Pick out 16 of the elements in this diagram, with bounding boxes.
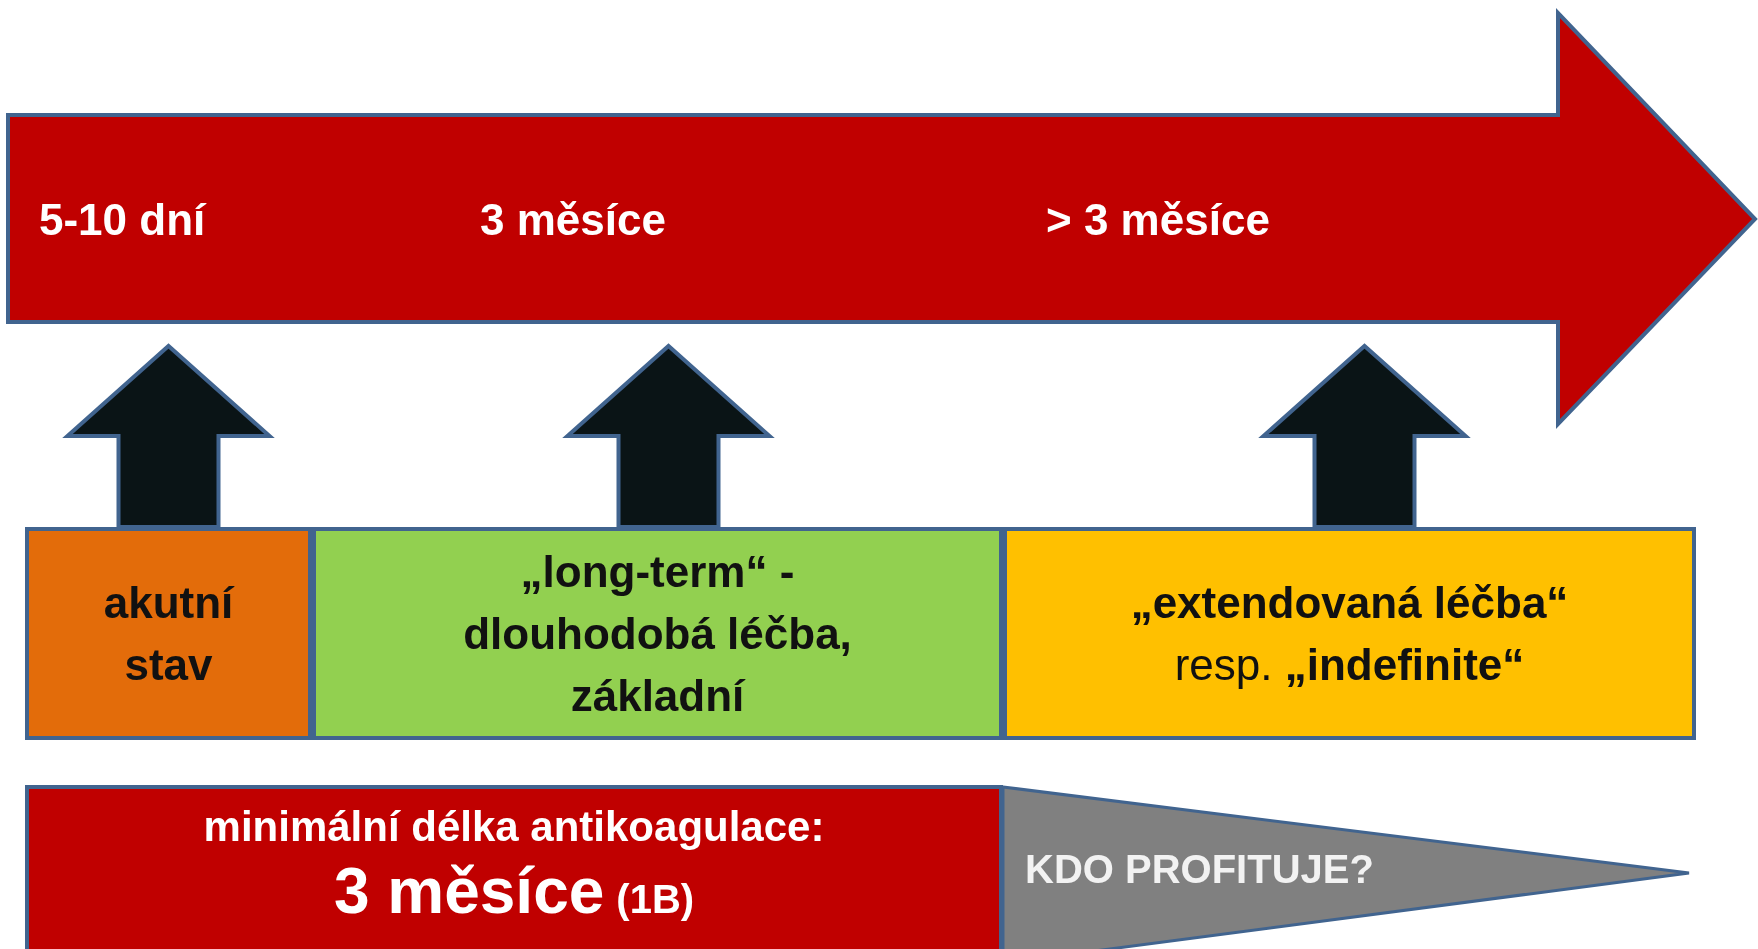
duration-label: 3 měsíce — [480, 194, 666, 246]
evidence-grade: (1B) — [616, 876, 695, 923]
minimum-duration-box — [25, 785, 1003, 949]
phase-text: „long-term“ - dlouhodobá léčba, základní — [462, 545, 853, 722]
question-text: KDO PROFITUJE? — [1025, 846, 1374, 893]
phase-text: „extendovaná léčba“ resp. „indefinite“ — [1129, 576, 1570, 691]
block-arrow — [1258, 343, 1471, 529]
minimum-duration-text: minimální délka antikoagulace: — [203, 802, 825, 852]
duration-label: 5-10 dní — [39, 194, 206, 246]
phase-box — [1003, 527, 1696, 740]
duration-value: 3 měsíce — [333, 854, 605, 929]
block-arrow — [562, 343, 775, 529]
phase-box — [25, 527, 312, 740]
duration-label: > 3 měsíce — [1046, 194, 1270, 246]
block-arrow — [62, 343, 275, 529]
phase-text: akutní stav — [102, 576, 236, 691]
